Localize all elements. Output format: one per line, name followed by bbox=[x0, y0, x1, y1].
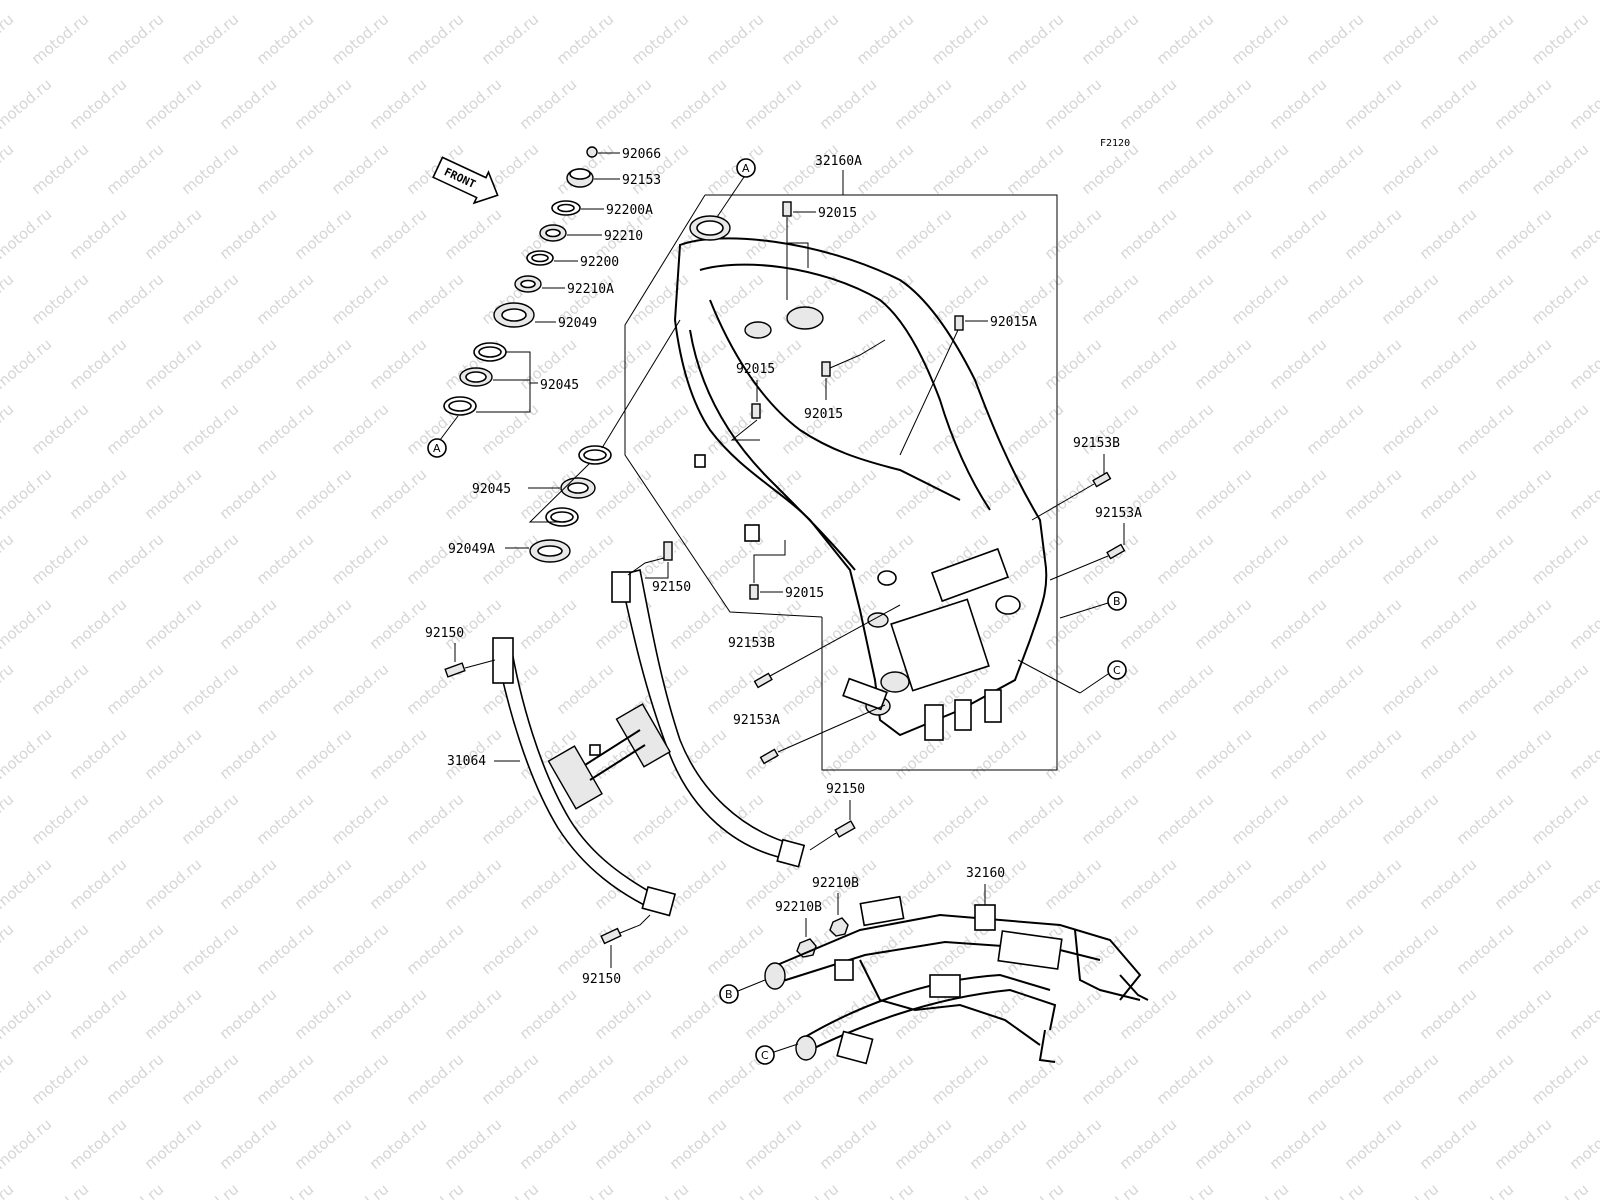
callout-b-right bbox=[1107, 591, 1127, 611]
label-92210B-b: 92210B bbox=[775, 900, 822, 915]
label-92200A: 92200A bbox=[606, 203, 653, 218]
bolt-92015-b bbox=[751, 403, 761, 419]
bolt-92150-c bbox=[834, 820, 856, 838]
label-92153A-right: 92153A bbox=[1095, 506, 1142, 521]
bolt-92150-a bbox=[663, 541, 673, 561]
label-92015-b: 92015 bbox=[736, 362, 775, 377]
label-32160: 32160 bbox=[966, 866, 1005, 881]
bolt-92153B-left bbox=[753, 672, 773, 689]
label-92210B-a: 92210B bbox=[812, 876, 859, 891]
down-tube-31064-group: 31064 92150 92150 92150 92150 bbox=[425, 541, 865, 987]
label-32160A: 32160A bbox=[815, 154, 862, 169]
bolt-92153B-right bbox=[1092, 471, 1112, 488]
callout-a-top bbox=[736, 158, 756, 178]
label-92015-d: 92015 bbox=[785, 586, 824, 601]
diagram-code: F2120 bbox=[1100, 138, 1130, 149]
label-92049A: 92049A bbox=[448, 542, 495, 557]
label-92153B-right: 92153B bbox=[1073, 436, 1120, 451]
steering-parts-group: 92066 92153 92200A 92210 92200 bbox=[427, 146, 681, 563]
label-92015A: 92015A bbox=[990, 315, 1037, 330]
bolt-92015-d bbox=[749, 584, 759, 600]
bolt-92153A-left bbox=[759, 748, 779, 765]
svg-text:C: C bbox=[1113, 664, 1121, 677]
bolt-92150-b bbox=[444, 662, 466, 678]
bolt-92015-a bbox=[782, 201, 792, 217]
bolt-92153A-right bbox=[1106, 543, 1126, 560]
svg-text:A: A bbox=[742, 162, 750, 175]
callout-b-bottom bbox=[719, 984, 739, 1004]
callout-c-bottom bbox=[755, 1045, 775, 1065]
subframe-32160-group: 32160 92210B 92210B bbox=[719, 866, 1149, 1065]
label-92150-d: 92150 bbox=[582, 972, 621, 987]
callout-c-right bbox=[1107, 660, 1127, 680]
main-frame-32160A: 32160A A bbox=[624, 154, 1142, 771]
bolt-92015A bbox=[954, 315, 964, 331]
label-92150-b: 92150 bbox=[425, 626, 464, 641]
svg-text:B: B bbox=[725, 988, 733, 1001]
label-31064: 31064 bbox=[447, 754, 486, 769]
label-92210: 92210 bbox=[604, 229, 643, 244]
label-92015-c: 92015 bbox=[804, 407, 843, 422]
bolt-92150-d bbox=[600, 927, 622, 945]
label-92049: 92049 bbox=[558, 316, 597, 331]
label-92015-a: 92015 bbox=[818, 206, 857, 221]
label-92045-bottom: 92045 bbox=[472, 482, 511, 497]
bolt-92015-c bbox=[821, 361, 831, 377]
label-92045-top: 92045 bbox=[540, 378, 579, 393]
callout-a-left bbox=[427, 438, 447, 458]
label-92153B-left: 92153B bbox=[728, 636, 775, 651]
svg-text:C: C bbox=[761, 1049, 769, 1062]
svg-text:A: A bbox=[433, 442, 441, 455]
part-92066-cap bbox=[586, 146, 598, 158]
label-92066: 92066 bbox=[622, 147, 661, 162]
nut-92210B-b bbox=[796, 938, 817, 958]
label-92150-c: 92150 bbox=[826, 782, 865, 797]
label-92150-a: 92150 bbox=[652, 580, 691, 595]
svg-text:B: B bbox=[1113, 595, 1121, 608]
label-92200: 92200 bbox=[580, 255, 619, 270]
nut-92210B-a bbox=[829, 917, 849, 937]
label-92210A: 92210A bbox=[567, 282, 614, 297]
label-92153A-left: 92153A bbox=[733, 713, 780, 728]
label-92153: 92153 bbox=[622, 173, 661, 188]
front-arrow-icon: FRONT bbox=[432, 156, 499, 205]
